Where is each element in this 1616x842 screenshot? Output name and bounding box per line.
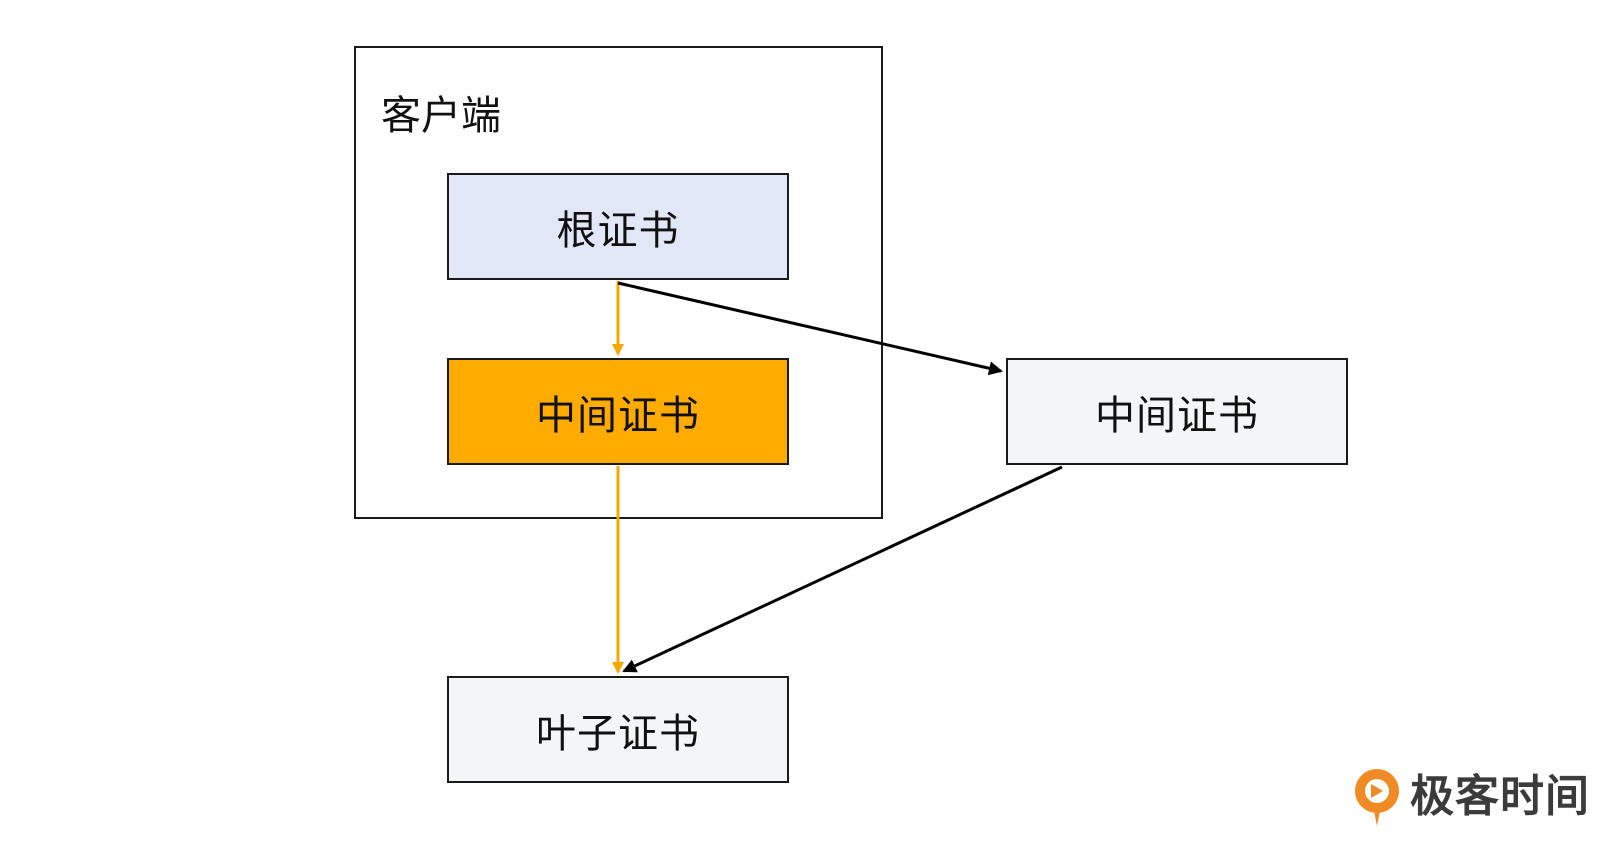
geektime-logo: 极客时间 (1352, 766, 1590, 828)
leaf-cert-box: 叶子证书 (447, 676, 789, 783)
leaf-cert-label: 叶子证书 (536, 710, 700, 757)
geektime-logo-icon (1352, 766, 1402, 828)
intermediate-cert-remote-box: 中间证书 (1006, 358, 1348, 465)
root-cert-box: 根证书 (447, 173, 789, 280)
geektime-logo-text: 极客时间 (1410, 771, 1590, 822)
client-label: 客户端 (381, 93, 501, 139)
root-cert-label: 根证书 (556, 207, 680, 254)
intermediate-cert-local-box: 中间证书 (447, 358, 789, 465)
intermediate-cert-local-label: 中间证书 (536, 392, 700, 439)
intermediate-cert-remote-label: 中间证书 (1095, 392, 1259, 439)
